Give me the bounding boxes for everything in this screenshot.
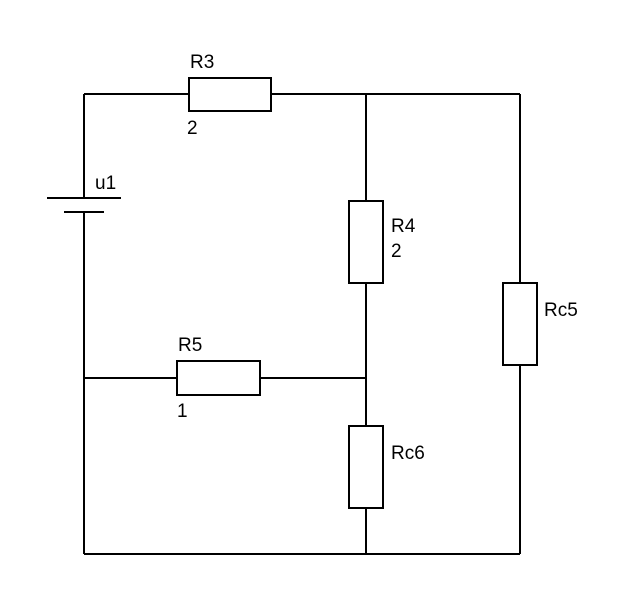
resistor-r4-body: [348, 200, 384, 284]
resistor-r5-body: [176, 360, 261, 396]
source-label-u1: u1: [95, 173, 116, 194]
resistor-r3-value: 2: [187, 118, 198, 139]
resistor-r3: R3 2: [187, 52, 272, 139]
resistor-r3-body: [188, 77, 272, 112]
resistor-rc6: Rc6: [348, 425, 425, 509]
resistor-rc5: Rc5: [502, 282, 578, 366]
resistor-rc5-name: Rc5: [544, 300, 578, 321]
resistor-rc5-body: [502, 282, 538, 366]
wires: [83, 93, 521, 555]
voltage-source-u1: u1: [47, 173, 121, 213]
resistor-rc6-name: Rc6: [391, 443, 425, 464]
resistor-r5-name: R5: [178, 335, 202, 356]
resistor-r4-value: 2: [391, 241, 402, 262]
resistor-r5: R5 1: [176, 335, 261, 422]
resistor-r3-name: R3: [190, 52, 214, 73]
resistor-rc6-body: [348, 425, 384, 509]
resistor-r5-value: 1: [177, 401, 188, 422]
resistor-r4-name: R4: [391, 216, 416, 237]
resistor-r4: R4 2: [348, 200, 416, 284]
